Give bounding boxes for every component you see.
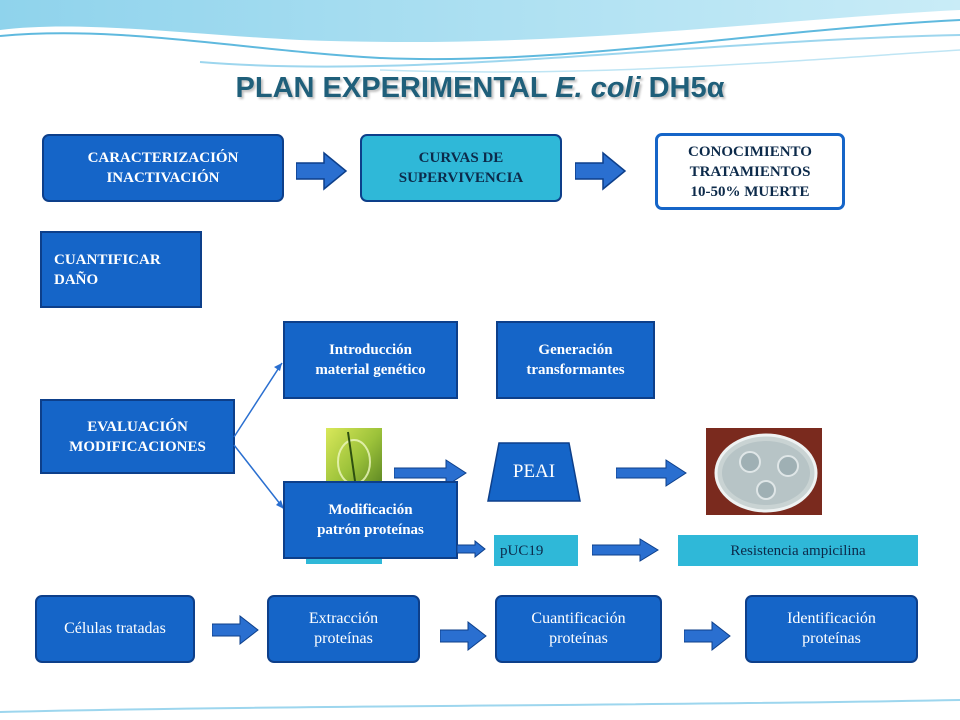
branch-lines — [233, 362, 285, 510]
arrow-right-icon — [296, 151, 348, 191]
box-celulas-tratadas: Células tratadas — [35, 595, 195, 663]
arrow-right-icon — [457, 540, 486, 558]
arrow-right-icon — [440, 620, 487, 652]
title-suffix: DH5α — [648, 72, 725, 104]
arrow-right-icon — [212, 614, 259, 646]
title-main: PLAN EXPERIMENTAL — [235, 72, 548, 104]
peai-label: PEAI — [512, 461, 556, 482]
arrow-right-icon — [592, 538, 659, 562]
arrow-right-icon — [394, 459, 467, 487]
arrow-right-icon — [616, 459, 687, 487]
arrow-right-icon — [684, 620, 731, 652]
resistencia-label: Resistencia ampicilina — [678, 535, 918, 566]
title-italic: E. coli — [555, 72, 641, 104]
puc19-label: pUC19 — [494, 535, 578, 566]
peai-shape — [487, 442, 581, 502]
arrow-right-icon — [575, 151, 627, 191]
page-title: PLAN EXPERIMENTAL E. coli DH5α — [0, 72, 960, 105]
petri-dish-image — [706, 428, 822, 515]
